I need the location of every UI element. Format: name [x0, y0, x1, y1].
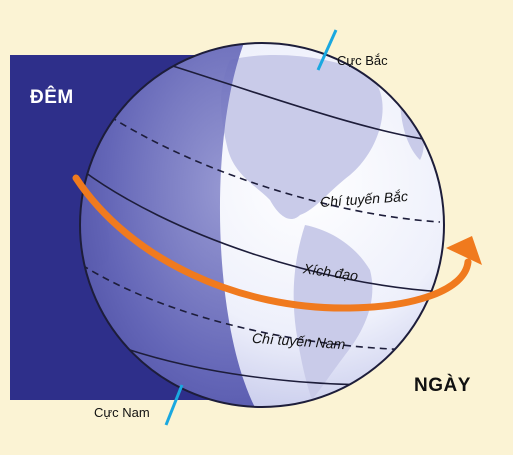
terminator-shadow: [80, 43, 268, 407]
tropic-cancer-line: [99, 109, 441, 223]
equator-line: [81, 169, 444, 293]
tropic-capricorn-line: [81, 264, 431, 351]
night-label: ĐÊM: [30, 87, 74, 108]
south-pole-label: Cực Nam: [94, 405, 150, 420]
north-pole-label: Cực Bắc: [337, 53, 388, 68]
south-axis: [164, 384, 184, 426]
arctic-circle-line: [159, 61, 431, 141]
day-label: NGÀY: [414, 375, 471, 396]
north-axis: [316, 29, 338, 71]
rotation-arrow: [72, 174, 472, 312]
rotation-arrowhead: [446, 236, 482, 265]
